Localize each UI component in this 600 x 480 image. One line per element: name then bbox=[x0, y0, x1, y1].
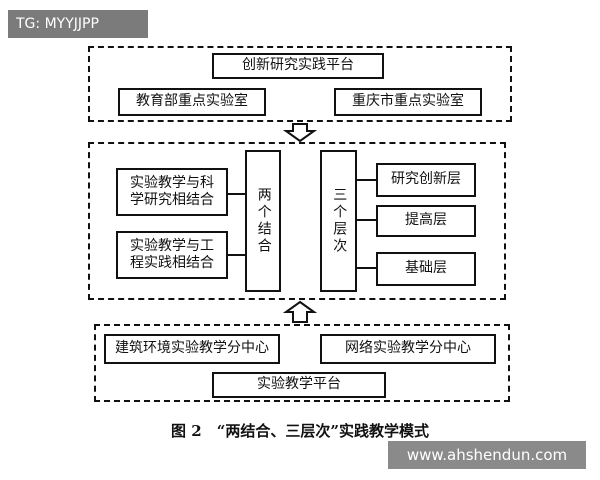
chongqing-lab-box: 重庆市重点实验室 bbox=[334, 88, 482, 116]
figure-caption: 图 2 “两结合、三层次”实践教学模式 bbox=[171, 422, 429, 440]
down-arrow-icon bbox=[282, 123, 318, 143]
combo-engineering-box: 实验教学与工 程实践相结合 bbox=[116, 231, 228, 279]
middle-model-group bbox=[88, 142, 506, 300]
two-combos-label: 两个结合 bbox=[255, 187, 272, 255]
level-research-box: 研究创新层 bbox=[376, 163, 476, 197]
teaching-platform-box: 实验教学平台 bbox=[212, 372, 386, 398]
combo-science-box: 实验教学与科 学研究相结合 bbox=[116, 168, 228, 216]
ministry-lab-box: 教育部重点实验室 bbox=[118, 88, 266, 116]
three-levels-box: 三个层次 bbox=[320, 150, 357, 292]
three-levels-label: 三个层次 bbox=[331, 187, 348, 255]
level-improve-box: 提高层 bbox=[376, 205, 476, 237]
innovation-platform-box: 创新研究实践平台 bbox=[212, 53, 384, 79]
up-arrow-icon bbox=[282, 300, 318, 323]
level-basic-box: 基础层 bbox=[376, 252, 476, 286]
bottom-platform-group bbox=[94, 324, 510, 402]
architecture-center-box: 建筑环境实验教学分中心 bbox=[104, 334, 280, 364]
top-platform-group bbox=[88, 46, 512, 122]
site-watermark: www.ahshendun.com bbox=[388, 441, 586, 469]
network-center-box: 网络实验教学分中心 bbox=[320, 334, 496, 364]
two-combos-box: 两个结合 bbox=[245, 150, 281, 292]
watermark-tag: TG: MYYJJPP bbox=[8, 10, 148, 38]
